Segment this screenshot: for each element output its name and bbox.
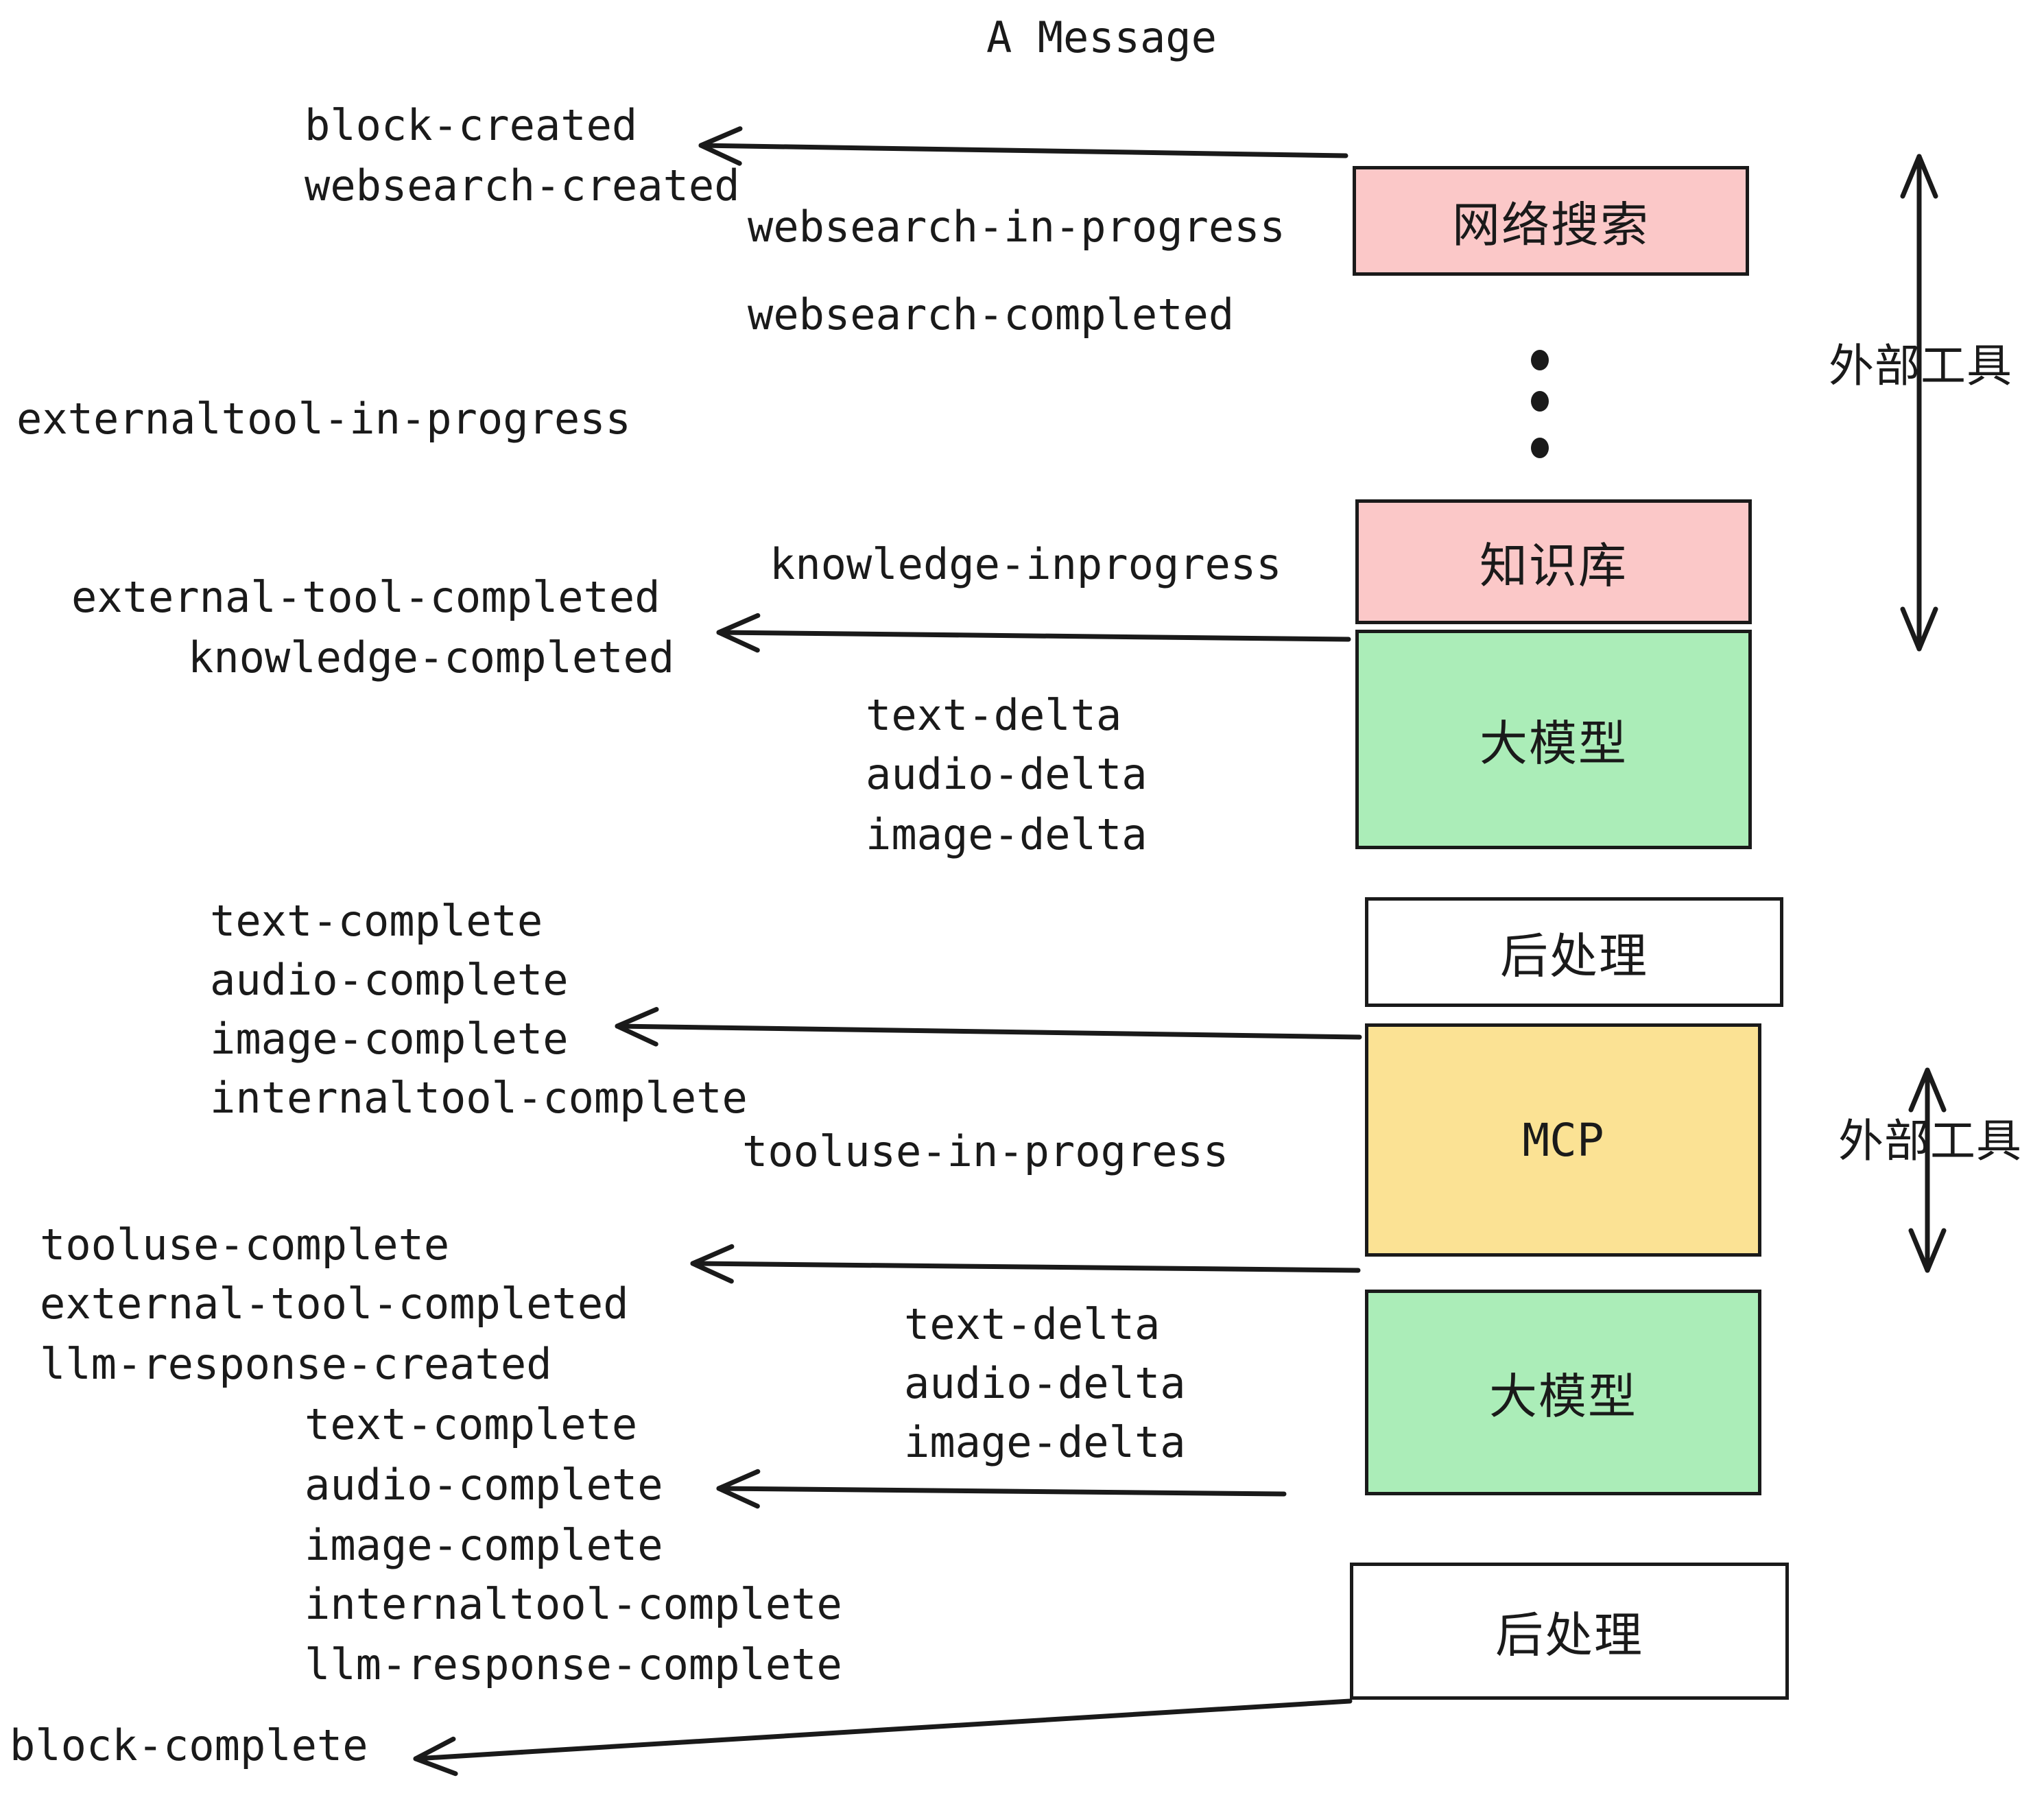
- node-label: 大模型: [1479, 715, 1628, 772]
- node-label: 大模型: [1489, 1368, 1637, 1425]
- knowledge-completed-arrow-head: [716, 613, 761, 653]
- event-label: text-delta: [904, 1299, 1161, 1349]
- event-label: external-tool-completed: [71, 572, 661, 622]
- event-label: internaltool-complete: [305, 1579, 842, 1629]
- node-label: MCP: [1522, 1113, 1604, 1167]
- node-label: 网络搜索: [1452, 196, 1650, 253]
- node-box[interactable]: 后处理: [1365, 897, 1783, 1007]
- event-label: external-tool-completed: [40, 1279, 629, 1329]
- audio-complete-arrow-head: [716, 1469, 761, 1509]
- image-complete-arrow-head: [615, 1007, 659, 1047]
- event-label: audio-delta: [866, 749, 1148, 799]
- node-label: 后处理: [1500, 927, 1648, 984]
- ellipsis-dot-icon: [1531, 350, 1549, 370]
- event-label: externaltool-in-progress: [16, 394, 631, 444]
- event-label: llm-response-created: [40, 1339, 552, 1389]
- event-label: internaltool-complete: [210, 1073, 748, 1123]
- group-label: 外部工具: [1829, 340, 2012, 392]
- event-label: text-delta: [866, 690, 1122, 740]
- tooluse-complete-arrow: [690, 1261, 1361, 1273]
- node-box[interactable]: 大模型: [1355, 630, 1752, 849]
- ellipsis-dot-icon: [1531, 391, 1549, 412]
- tooluse-complete-arrow-head: [690, 1244, 735, 1284]
- event-label: block-created: [305, 100, 638, 150]
- event-label: websearch-in-progress: [748, 202, 1285, 252]
- event-label: audio-complete: [305, 1460, 663, 1510]
- external-tool-range-top-head-up: [1900, 154, 1938, 199]
- event-label: websearch-completed: [748, 289, 1235, 340]
- event-label: text-complete: [210, 896, 543, 946]
- event-label: audio-delta: [904, 1358, 1186, 1408]
- image-complete-arrow: [615, 1023, 1362, 1040]
- node-box[interactable]: 网络搜索: [1353, 166, 1749, 276]
- event-label: tooluse-complete: [40, 1220, 450, 1270]
- node-box[interactable]: MCP: [1365, 1023, 1761, 1257]
- event-label: audio-complete: [210, 955, 569, 1005]
- event-label: image-complete: [210, 1014, 569, 1064]
- knowledge-completed-arrow: [716, 630, 1351, 642]
- external-tool-range-top-head-down: [1900, 606, 1938, 652]
- event-label: image-delta: [904, 1417, 1186, 1467]
- event-label: tooluse-in-progress: [742, 1126, 1229, 1176]
- node-label: 知识库: [1479, 537, 1628, 594]
- audio-complete-arrow: [716, 1486, 1287, 1497]
- event-label: image-complete: [305, 1520, 663, 1570]
- node-label: 后处理: [1495, 1606, 1643, 1663]
- node-box[interactable]: 大模型: [1365, 1290, 1761, 1495]
- event-label: knowledge-completed: [188, 632, 675, 683]
- event-label: block-complete: [10, 1720, 368, 1770]
- external-tool-range-bottom-head-down: [1908, 1228, 1947, 1273]
- node-box[interactable]: 后处理: [1350, 1563, 1789, 1700]
- event-label: llm-response-complete: [305, 1639, 842, 1689]
- ellipsis-dot-icon: [1531, 438, 1549, 458]
- block-complete-arrow-head: [413, 1736, 458, 1777]
- event-label: knowledge-inprogress: [770, 539, 1282, 589]
- event-label: websearch-created: [305, 161, 740, 211]
- websearch-created-arrow-head: [698, 126, 743, 166]
- group-label: 外部工具: [1838, 1115, 2022, 1167]
- event-label: image-delta: [866, 809, 1148, 859]
- diagram-title: A Message: [986, 12, 1217, 62]
- event-label: text-complete: [305, 1399, 638, 1449]
- node-box[interactable]: 知识库: [1355, 499, 1752, 624]
- websearch-created-arrow: [698, 143, 1348, 158]
- block-complete-arrow: [413, 1698, 1353, 1761]
